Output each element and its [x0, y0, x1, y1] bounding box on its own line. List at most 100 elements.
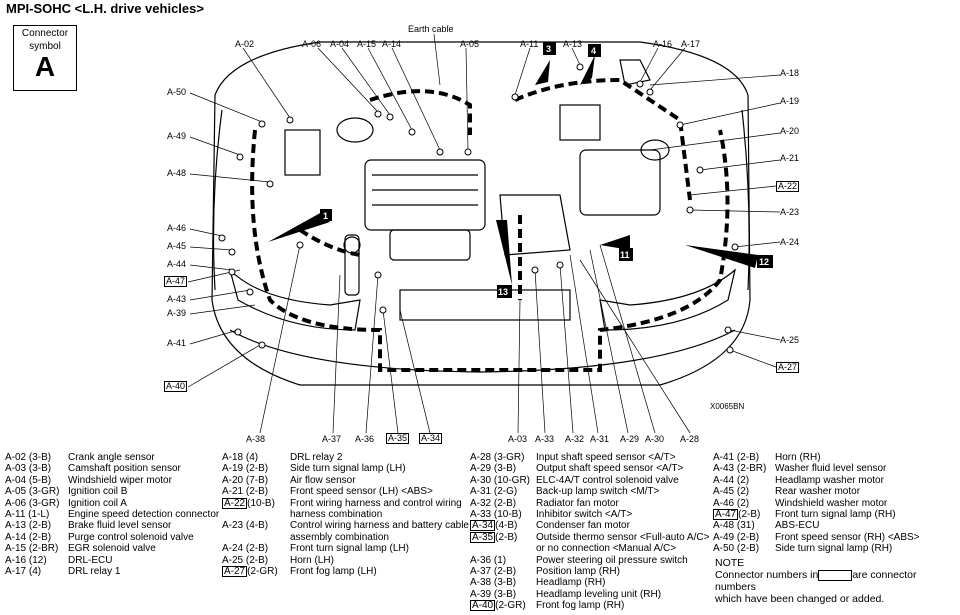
label-A-31: A-31: [590, 434, 610, 444]
label-A-47: A-47: [164, 276, 188, 287]
legend-code-boxed: A-34: [470, 520, 496, 532]
legend-row: A-24 (2-B) Front turn signal lamp (LH): [222, 543, 469, 554]
legend-description: Front speed sensor (LH) <ABS>: [290, 486, 433, 498]
legend-description: Front fog lamp (LH): [290, 565, 377, 577]
legend-code: A-29 (3-B): [470, 463, 517, 475]
legend-description: Ignition coil B: [68, 486, 128, 498]
legend-description: EGR solenoid valve: [68, 543, 156, 555]
legend-description: ABS-ECU: [775, 520, 820, 532]
legend-description: DRL relay 2: [290, 452, 343, 463]
legend-column-3: A-28 (3-GR)Input shaft speed sensor <A/T…: [470, 452, 710, 612]
label-A-25: A-25: [780, 335, 800, 345]
legend-description: Air flow sensor: [290, 474, 356, 486]
legend-row: A-27(2-GR)Front fog lamp (LH): [222, 565, 469, 577]
legend-row: A-11 (1-L)Engine speed detection connect…: [5, 509, 219, 520]
legend-description: Power steering oil pressure switch: [536, 554, 688, 566]
label-A-16: A-16: [653, 39, 673, 49]
legend-code: A-50 (2-B): [713, 543, 760, 555]
legend-row: A-46 (2)Windshield washer motor: [713, 498, 920, 509]
legend-row: A-33 (10-B)Inhibitor switch <A/T>: [470, 509, 709, 520]
legend-code: A-24 (2-B): [222, 543, 269, 555]
legend-description: Position lamp (RH): [536, 565, 620, 577]
legend-description: Headlamp washer motor: [775, 474, 884, 486]
callout-4: 4: [591, 46, 596, 56]
legend-row: A-03 (3-B)Camshaft position sensor: [5, 463, 219, 474]
legend-row: A-39 (3-B)Headlamp leveling unit (RH): [470, 589, 709, 600]
legend-description: Radiator fan motor: [536, 497, 619, 509]
legend-description: Outside thermo sensor <Full-auto A/C>: [536, 531, 710, 543]
legend-row: A-34(4-B) Condenser fan motor: [470, 520, 709, 532]
label-A-19: A-19: [780, 96, 800, 106]
label-A-44: A-44: [167, 259, 187, 269]
legend-description: Front turn signal lamp (LH): [290, 543, 409, 555]
legend-description: Windshield washer motor: [775, 497, 888, 509]
note-line1b: are connector numbers: [715, 569, 917, 593]
diagram-title: MPI-SOHC <L.H. drive vehicles>: [6, 1, 204, 16]
legend-code: A-41 (2-B): [713, 452, 760, 463]
note-line2: which have been changed or added.: [715, 593, 885, 605]
legend-row: A-14 (2-B)Purge control solenoid valve: [5, 532, 219, 543]
legend-code: A-28 (3-GR): [470, 452, 525, 463]
wiring-harness: [250, 77, 730, 372]
legend-code: A-25 (2-B): [222, 554, 269, 566]
label-A-14: A-14: [382, 39, 402, 49]
legend-description: Headlamp leveling unit (RH): [536, 588, 662, 600]
legend-row: A-23 (4-B)Control wiring harness and bat…: [222, 520, 469, 531]
legend-code: A-36 (1): [470, 554, 507, 566]
legend-description: Front speed sensor (RH) <ABS>: [775, 531, 920, 543]
legend-code: A-45 (2): [713, 486, 750, 498]
legend-description: Crank angle sensor: [68, 452, 155, 463]
legend-row: or no connection <Manual A/C>: [470, 543, 709, 554]
legend-row: assembly combination: [222, 532, 469, 543]
legend-description: Condenser fan motor: [536, 520, 630, 532]
legend-row: A-41 (2-B)Horn (RH): [713, 452, 920, 463]
label-A-50: A-50: [167, 87, 187, 97]
label-A-35: A-35: [386, 433, 410, 444]
legend-row: A-50 (2-B)Side turn signal lamp (RH): [713, 543, 920, 554]
legend-code-boxed: A-35: [470, 531, 496, 543]
legend-code-suffix: (10-B): [247, 497, 275, 509]
legend-row: A-15 (2-BR) EGR solenoid valve: [5, 543, 219, 554]
legend-code: A-04 (5-B): [5, 474, 52, 486]
label-A-43: A-43: [167, 294, 187, 304]
legend-row: A-22(10-B)Front wiring harness and contr…: [222, 497, 469, 509]
label-A-39: A-39: [167, 308, 187, 318]
legend-description: Camshaft position sensor: [68, 463, 181, 475]
label-A-27: A-27: [776, 362, 800, 373]
legend-column-4: A-41 (2-B)Horn (RH)A-43 (2-BR)Washer flu…: [713, 452, 920, 555]
label-A-45: A-45: [167, 241, 187, 251]
legend-row: A-45 (2)Rear washer motor: [713, 486, 920, 497]
label-A-05: A-05: [460, 39, 480, 49]
label-A-04: A-04: [330, 39, 350, 49]
connector-symbol-label-2: symbol: [29, 41, 61, 52]
legend-code: A-15 (2-BR): [5, 543, 59, 555]
legend-description: Brake fluid level sensor: [68, 520, 172, 532]
legend-code: A-22(10-B): [222, 497, 290, 509]
leader-lines: [187, 33, 781, 434]
callout-3: 3: [546, 44, 551, 54]
legend-code: A-48 (31): [713, 520, 755, 532]
legend-row: A-30 (10-GR)ELC-4A/T control solenoid va…: [470, 475, 709, 486]
legend-code: A-30 (10-GR): [470, 474, 531, 486]
legend-row: A-31 (2-G)Back-up lamp switch <M/T>: [470, 486, 709, 497]
label-A-11: A-11: [520, 39, 539, 49]
label-A-18: A-18: [780, 68, 800, 78]
legend-code: A-43 (2-BR): [713, 463, 767, 475]
label-A-41: A-41: [167, 338, 187, 348]
label-A-36: A-36: [355, 434, 375, 444]
legend-row: A-28 (3-GR)Input shaft speed sensor <A/T…: [470, 452, 709, 463]
legend-code: A-37 (2-B): [470, 565, 517, 577]
legend-row: A-17 (4)DRL relay 1: [5, 566, 219, 577]
label-A-20: A-20: [780, 126, 800, 136]
callout-wedges: [268, 55, 758, 285]
legend-description: Engine speed detection connector: [68, 508, 220, 520]
legend-description: Back-up lamp switch <M/T>: [536, 486, 660, 498]
legend-code: A-21 (2-B): [222, 486, 269, 498]
label-A-21: A-21: [780, 153, 800, 163]
legend-description: or no connection <Manual A/C>: [536, 543, 677, 555]
legend-code-suffix: (4-B): [495, 520, 518, 532]
callout-13: 13: [498, 287, 508, 297]
legend-code-suffix: (2-GR): [495, 600, 526, 612]
legend-row: A-35(2-B)Outside thermo sensor <Full-aut…: [470, 531, 710, 543]
